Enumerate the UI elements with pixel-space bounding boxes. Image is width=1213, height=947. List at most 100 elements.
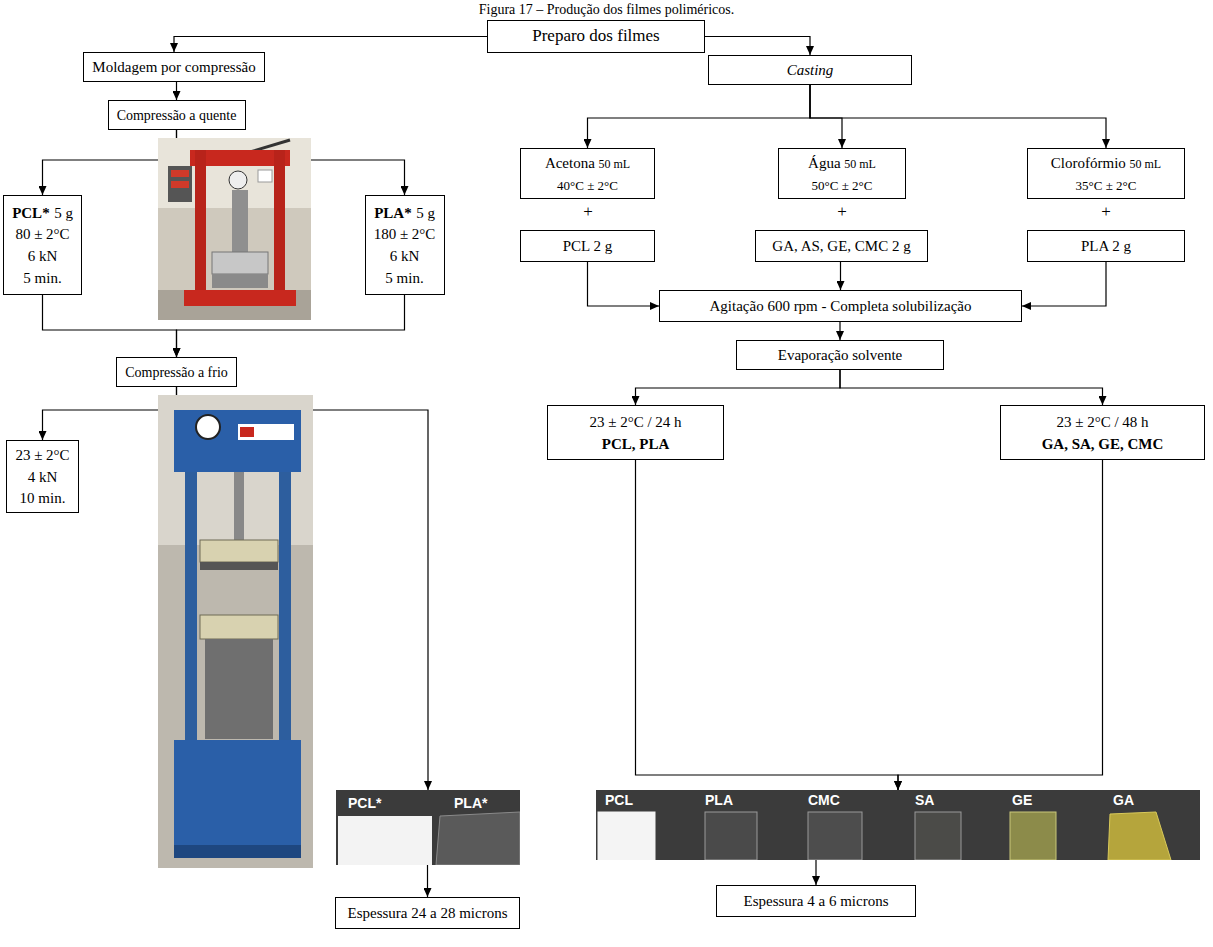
text-line: Espessura 24 a 28 microns [348, 902, 508, 924]
flow-arrow [898, 460, 1103, 790]
flow-arrow [43, 387, 177, 440]
box-text: Casting [787, 62, 834, 78]
process-box: 23 ± 2°C 4 kN 10 min. [6, 440, 79, 513]
text-line: 5 min. [23, 267, 61, 289]
box-text: 23 ± 2°C / 24 h [589, 414, 681, 430]
process-box: Acetona50 mL 40°C ± 2°C [520, 148, 655, 199]
flow-arrow [176, 82, 177, 100]
box-text: 23 ± 2°C [15, 447, 69, 463]
flow-arrow [43, 130, 177, 195]
box-text: 23 ± 2°C / 48 h [1056, 414, 1148, 430]
box-text: 40°C ± 2°C [557, 178, 618, 193]
text-line: Água50 mL [808, 152, 876, 174]
process-box: Moldagem por compressão [83, 52, 265, 82]
photo-label: PCL* [348, 795, 381, 811]
box-text: PCL 2 g [563, 238, 612, 254]
box-text: 5 g [416, 205, 435, 221]
text-line: 50°C ± 2°C [812, 174, 873, 196]
box-text: 5 g [54, 205, 73, 221]
text-line: Evaporação solvente [778, 344, 903, 366]
box-text: Água [808, 155, 841, 171]
text-line: 23 ± 2°C [15, 444, 69, 466]
text-line: Espessura 4 a 6 microns [744, 890, 889, 912]
text-line: 4 kN [28, 466, 58, 488]
plus-sign: + [583, 202, 593, 222]
flow-arrow [1022, 262, 1106, 306]
process-box: Compressão a quente [108, 100, 246, 130]
process-box: Agitação 600 rpm - Completa solubilizaçã… [659, 290, 1022, 322]
text-line: 23 ± 2°C / 24 h [589, 411, 681, 433]
flow-arrow [810, 85, 842, 148]
flow-arrow [588, 262, 660, 306]
flow-arrow [839, 322, 840, 340]
box-text: Compressão a quente [117, 108, 237, 123]
film-photo [596, 790, 1200, 860]
flow-arrow [636, 370, 841, 405]
text-line: GA, SA, GE, CMC [1042, 433, 1164, 455]
process-box: 23 ± 2°C / 48 h GA, SA, GE, CMC [1000, 405, 1205, 460]
process-box: Clorofórmio50 mL35°C ± 2°C [1027, 148, 1185, 199]
text-line: PLA 2 g [1081, 235, 1131, 257]
process-box: Evaporação solvente [736, 340, 944, 370]
box-text: 80 ± 2°C [15, 226, 69, 242]
process-box: Compressão a frio [116, 357, 237, 387]
box-text: 6 kN [28, 248, 58, 264]
box-text: Moldagem por compressão [92, 59, 255, 75]
box-text: GA, SA, GE, CMC [1042, 436, 1164, 452]
box-text: 50°C ± 2°C [812, 178, 873, 193]
text-line: PCL 2 g [563, 235, 612, 257]
box-text: 50 mL [844, 157, 876, 171]
box-text: PCL* [12, 205, 50, 221]
photo-label: GE [1012, 792, 1032, 808]
text-line: 35°C ± 2°C [1076, 174, 1137, 196]
box-text: 4 kN [28, 469, 58, 485]
flow-arrow [815, 860, 816, 885]
text-line: Preparo dos filmes [532, 25, 659, 48]
text-line: Acetona50 mL [545, 152, 630, 174]
flow-arrow [840, 370, 1103, 405]
box-text: Evaporação solvente [778, 347, 903, 363]
box-text: 180 ± 2°C [374, 226, 436, 242]
box-text: 50 mL [1129, 157, 1161, 171]
text-line: 5 min. [385, 267, 423, 289]
flow-arrow [43, 295, 177, 357]
flow-arrow [636, 460, 899, 790]
text-line: Clorofórmio50 mL [1051, 152, 1161, 174]
process-box: 23 ± 2°C / 24 h PCL, PLA [547, 405, 724, 460]
text-line: 10 min. [20, 487, 66, 509]
text-line: 6 kN [28, 245, 58, 267]
text-line: PLA*5 g [374, 202, 435, 224]
process-box: PCL 2 g [520, 230, 655, 262]
box-text: Compressão a frio [125, 365, 228, 380]
process-box: Casting [708, 55, 912, 85]
plus-sign: + [837, 202, 847, 222]
flow-arrow [588, 85, 811, 148]
photo-panel: PCL*PLA* [336, 790, 520, 865]
process-box: PLA 2 g [1027, 230, 1185, 262]
box-text: Preparo dos filmes [532, 26, 659, 45]
process-box: GA, AS, GE, CMC 2 g [755, 230, 928, 262]
plus-sign: + [1101, 202, 1111, 222]
cold-press-photo [158, 395, 313, 868]
text-line: Moldagem por compressão [92, 56, 255, 78]
photo-label: CMC [808, 792, 840, 808]
text-line: 40°C ± 2°C [557, 174, 618, 196]
box-text: Acetona [545, 155, 595, 171]
box-text: PLA* [374, 205, 412, 221]
text-line: 80 ± 2°C [15, 223, 69, 245]
box-text: PCL, PLA [602, 436, 670, 452]
box-text: 10 min. [20, 490, 66, 506]
process-box: PLA*5 g 180 ± 2°C 6 kN 5 min. [365, 195, 445, 295]
text-line: 180 ± 2°C [374, 223, 436, 245]
box-text: 5 min. [385, 270, 423, 286]
text-line: Compressão a frio [125, 361, 228, 383]
process-box: Espessura 24 a 28 microns [335, 897, 520, 929]
photo-label: SA [915, 792, 934, 808]
text-line: Compressão a quente [117, 104, 237, 126]
process-box: Espessura 4 a 6 microns [716, 885, 916, 917]
photo-label: GA [1113, 792, 1134, 808]
text-line: PCL, PLA [602, 433, 670, 455]
box-text: GA, AS, GE, CMC 2 g [772, 238, 910, 254]
text-line: PCL*5 g [12, 202, 73, 224]
text-line: 6 kN [390, 245, 420, 267]
